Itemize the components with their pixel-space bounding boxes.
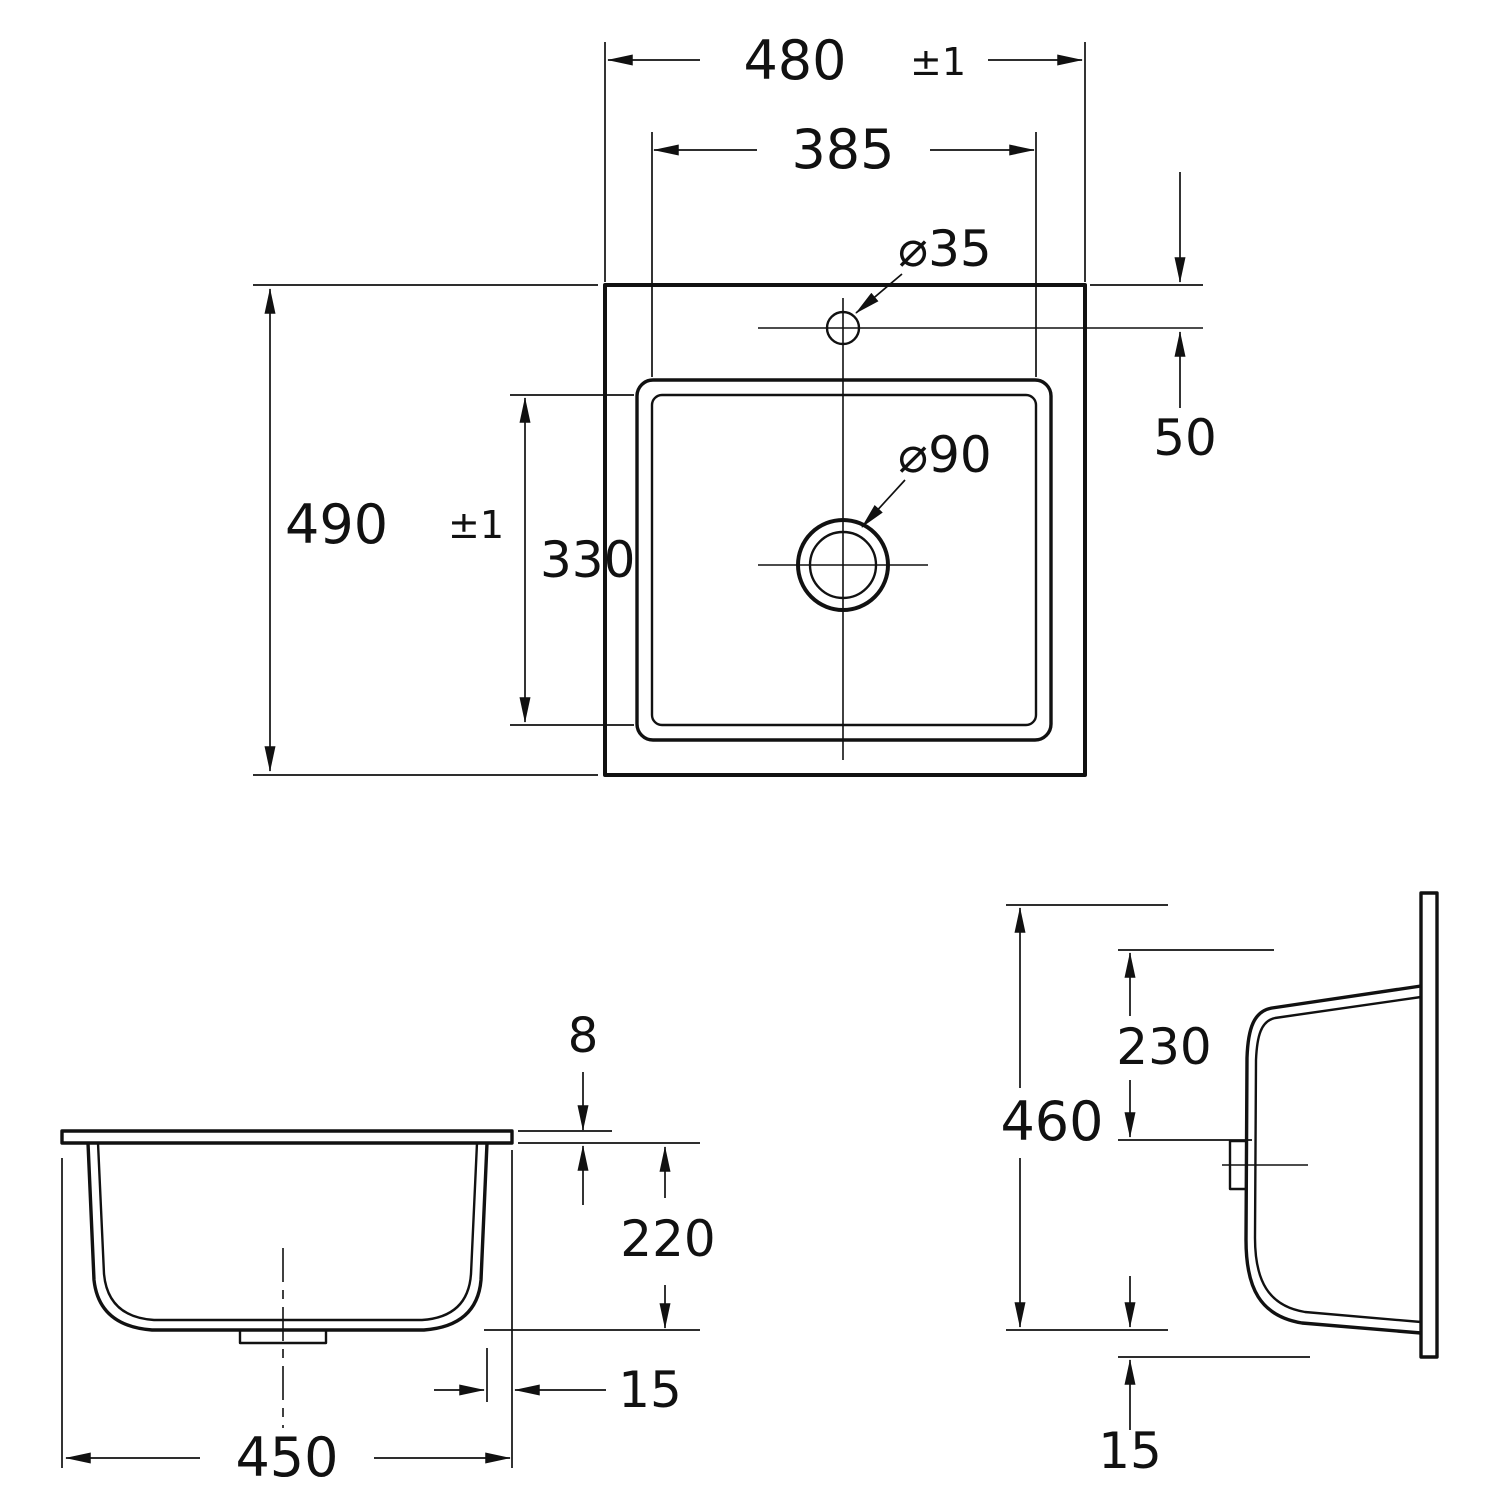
leader-arrow bbox=[861, 479, 906, 528]
back-flange bbox=[1419, 891, 1439, 1359]
dim-edge-clearance: 15 bbox=[434, 1150, 682, 1468]
dim-rim-thickness-label: 8 bbox=[568, 1008, 599, 1064]
dim-bottom-clearance: 15 bbox=[1098, 1276, 1310, 1480]
dim-overall-depth-label: 490 bbox=[285, 493, 388, 556]
dim-tap-offset-label: 50 bbox=[1153, 409, 1217, 467]
bowl-rim-outline bbox=[635, 378, 1053, 742]
dim-overall-height: 460 bbox=[1000, 904, 1168, 1331]
dim-bottom-clearance-label: 15 bbox=[1098, 1422, 1162, 1480]
bowl-outer-profile bbox=[86, 1142, 489, 1332]
dim-drain-label: ⌀90 bbox=[898, 426, 992, 484]
front-section-view: 8 220 15 450 bbox=[60, 1008, 716, 1489]
bowl-outer-profile bbox=[1244, 984, 1422, 1335]
dim-bowl-height: 220 bbox=[484, 1146, 716, 1331]
dim-bowl-inner-height-label: 230 bbox=[1116, 1018, 1211, 1076]
dim-bowl-depth: 330 bbox=[510, 394, 635, 726]
top-view: 480 ±1 385 ⌀35 50 490 ± bbox=[253, 29, 1217, 777]
bowl-inner-profile bbox=[1253, 995, 1422, 1324]
dim-tap-hole-label: ⌀35 bbox=[898, 220, 992, 278]
dim-bowl-depth-label: 330 bbox=[540, 531, 635, 589]
dim-bowl-height-label: 220 bbox=[620, 1210, 715, 1268]
dim-front-bowl-width: 450 bbox=[61, 1158, 511, 1489]
dim-overall-width-tolerance: ±1 bbox=[910, 40, 966, 84]
dim-overall-width: 480 ±1 bbox=[604, 29, 1086, 282]
dim-bowl-width: 385 bbox=[651, 118, 1037, 377]
dim-tap-offset: 50 bbox=[1090, 172, 1217, 467]
bowl-inner-profile bbox=[96, 1142, 479, 1322]
dim-rim-thickness: 8 bbox=[518, 1008, 700, 1205]
rim-profile bbox=[60, 1129, 514, 1145]
dim-drain: ⌀90 bbox=[861, 426, 992, 528]
leader-arrow bbox=[855, 273, 903, 314]
side-section-view: 460 230 15 bbox=[1000, 891, 1439, 1480]
dim-bowl-width-label: 385 bbox=[791, 118, 894, 181]
bowl-inner-outline bbox=[650, 393, 1038, 727]
drain-fitting bbox=[238, 1330, 328, 1345]
dim-overall-width-label: 480 bbox=[743, 29, 846, 92]
dim-front-bowl-width-label: 450 bbox=[235, 1426, 338, 1489]
dim-overall-depth: 490 ±1 bbox=[253, 284, 598, 776]
sink-outer-edge bbox=[603, 283, 1087, 777]
dim-overall-depth-tolerance: ±1 bbox=[448, 503, 504, 547]
dim-tap-hole: ⌀35 bbox=[855, 220, 992, 314]
dim-overall-height-label: 460 bbox=[1000, 1090, 1103, 1153]
dim-edge-clearance-label: 15 bbox=[618, 1361, 682, 1419]
dim-bowl-inner-height: 230 bbox=[1116, 949, 1274, 1141]
